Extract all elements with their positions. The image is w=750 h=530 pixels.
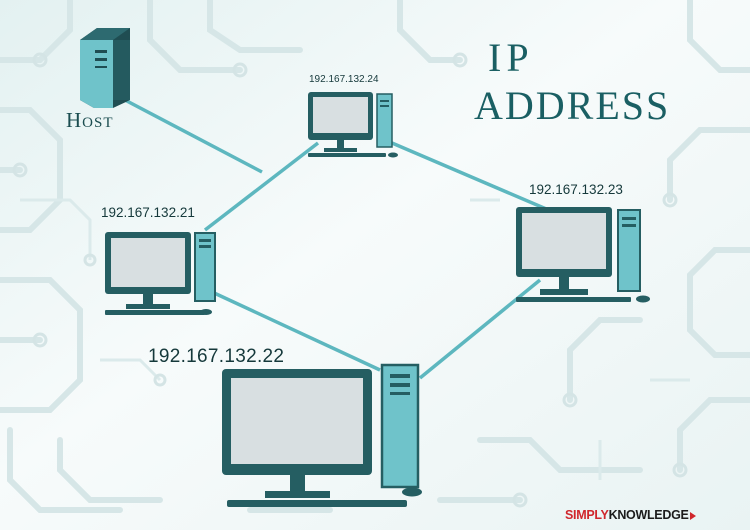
computer-left-icon [105, 232, 216, 315]
link-left-to-bottom [211, 290, 381, 372]
link-right-to-bottom [418, 278, 542, 380]
brand-logo-part-1: SIMPLY [565, 508, 609, 522]
diagram-title-line-1: IP [488, 35, 534, 80]
ip-label-top: 192.167.132.24 [309, 74, 379, 85]
brand-arrow-icon [689, 511, 696, 520]
brand-logo-part-2: KNOWLEDGE [608, 508, 689, 522]
host-server-icon [80, 28, 130, 108]
ip-label-right: 192.167.132.23 [529, 182, 623, 197]
circuit-background [0, 0, 750, 513]
link-host-to-trunk [124, 98, 263, 174]
computer-right-icon [516, 207, 650, 303]
ip-label-bottom: 192.167.132.22 [148, 346, 285, 367]
link-left-to-top [203, 141, 320, 232]
brand-logo: SIMPLYKNOWLEDGE [565, 508, 696, 522]
host-label: Host [66, 108, 114, 132]
network-connections [124, 98, 559, 380]
diagram-title-line-2: ADDRESS [474, 83, 671, 128]
link-top-to-right [391, 141, 559, 216]
computer-top-icon [308, 92, 398, 158]
computer-bottom-icon [222, 363, 422, 507]
ip-label-left: 192.167.132.21 [101, 205, 195, 220]
